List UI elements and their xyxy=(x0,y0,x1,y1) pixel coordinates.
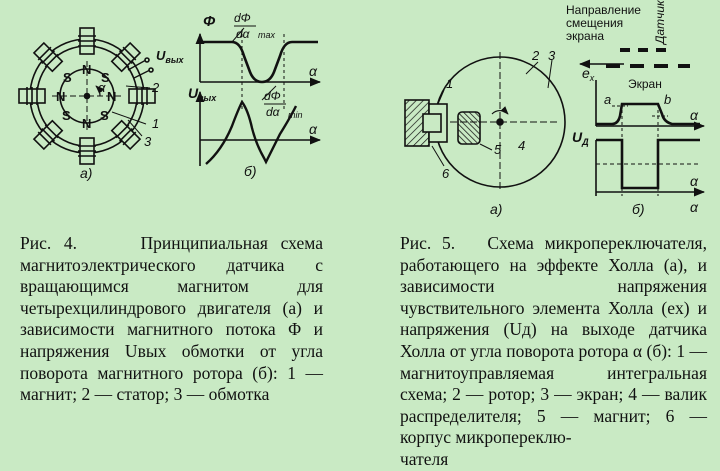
ud-axis-label: UД xyxy=(572,129,589,147)
fig5a-hall-diagram xyxy=(404,52,566,192)
svg-text:Направление: Направление xyxy=(566,3,641,17)
fig5-caption-number: Рис. 5. xyxy=(400,233,456,253)
magnet-pole: S xyxy=(62,108,71,123)
fig5a-label-6: 6 xyxy=(442,166,450,181)
svg-text:dΦ: dΦ xyxy=(264,89,281,103)
magnet-pole: N xyxy=(82,116,91,131)
fig5a-label-2: 2 xyxy=(531,48,540,63)
magnet-pole: N xyxy=(107,89,116,104)
fig4a-stator-diagram xyxy=(18,27,156,165)
magnet-pole: N xyxy=(82,62,91,77)
hall-magnet xyxy=(457,111,481,145)
svg-text:dα: dα xyxy=(266,105,281,119)
fig4b-graphs xyxy=(195,27,322,166)
screen-label: Экран xyxy=(628,77,662,91)
alpha-axis-bottom: α xyxy=(690,199,699,215)
fig5-caption: Рис. 5. Схема микропереключателя, работа… xyxy=(400,233,707,471)
fig4-caption-number: Рис. 4. xyxy=(20,233,78,253)
ex-axis-label: ex xyxy=(582,65,595,83)
alpha-axis-upper: α xyxy=(309,63,318,79)
dphi-min-label: dΦ dα min xyxy=(264,89,303,120)
fig4a-label-3: 3 xyxy=(144,134,152,149)
u-out-label: Uвых xyxy=(156,48,185,65)
fig5b-sublabel: б) xyxy=(632,201,645,217)
mark-a: a xyxy=(604,92,611,107)
magnet-poles: N S N S N S N S xyxy=(56,62,116,131)
fig5a-label-1: 1 xyxy=(446,76,453,91)
fig5a-label-5: 5 xyxy=(494,142,502,157)
fig4a-label-2: 2 xyxy=(151,80,160,95)
magnet-pole: S xyxy=(100,108,109,123)
sensor-label: Датчик xyxy=(653,0,667,46)
fig5a-label-4: 4 xyxy=(518,138,525,153)
fig4-caption: Рис. 4. Принципиальная схема магнитоэлек… xyxy=(20,233,323,406)
rotor-ring xyxy=(59,68,115,124)
alpha-axis-ex: α xyxy=(690,107,699,123)
fig5a-sublabel: а) xyxy=(490,201,502,217)
direction-label: Направление смещения экрана xyxy=(566,3,641,43)
fig4a-sublabel: а) xyxy=(80,165,92,181)
fig4b-sublabel: б) xyxy=(244,163,257,179)
svg-text:dα: dα xyxy=(236,27,251,41)
svg-text:min: min xyxy=(288,110,303,120)
alpha-axis-ud: α xyxy=(690,173,699,189)
fig5b-graphs xyxy=(578,48,706,197)
magnet-pole: S xyxy=(63,70,72,85)
alpha-axis-lower: α xyxy=(309,121,318,137)
dphi-max-label: dΦ dα max xyxy=(234,11,276,41)
svg-text:max: max xyxy=(258,30,276,40)
mark-b: b xyxy=(664,92,671,107)
svg-text:смещения: смещения xyxy=(566,16,623,30)
rotor-alpha-label: α xyxy=(98,80,106,95)
fig4a-label-1: 1 xyxy=(152,116,159,131)
fig5-caption-text: Схема микропереключателя, работающего на… xyxy=(400,233,707,448)
phi-axis-label: Φ xyxy=(203,13,216,30)
fig5a-label-3: 3 xyxy=(548,48,556,63)
fig4-caption-text: Принципиальная схема магнитоэлектрическо… xyxy=(20,233,323,405)
svg-text:dΦ: dΦ xyxy=(234,11,251,25)
u-out-axis-label: Uвых xyxy=(188,85,217,103)
magnet-pole: N xyxy=(56,89,65,104)
magnet-pole: S xyxy=(101,70,110,85)
fig5-caption-last-line: чателя xyxy=(400,448,449,469)
svg-text:экрана: экрана xyxy=(566,29,604,43)
